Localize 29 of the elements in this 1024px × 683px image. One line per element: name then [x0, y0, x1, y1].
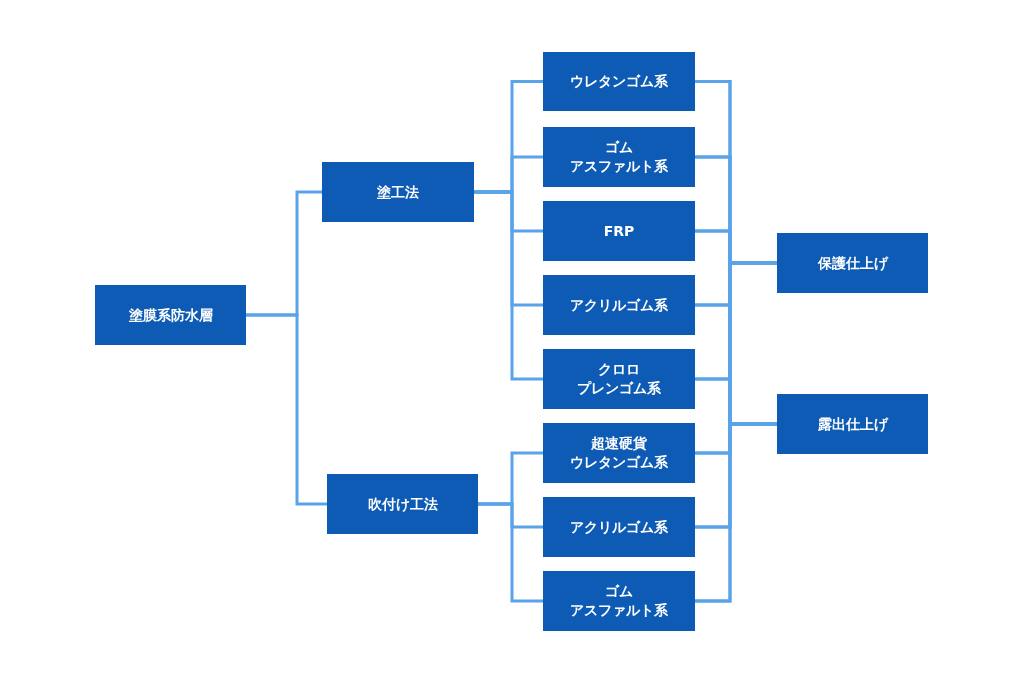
- box-label: 吹付け工法: [367, 494, 438, 514]
- process-box: [543, 52, 695, 111]
- process-box: [543, 127, 695, 187]
- process-box: [322, 162, 474, 222]
- box-label: クロロプレンゴム系: [577, 360, 661, 398]
- box-label: ゴムアスファルト系: [570, 582, 668, 620]
- process-box: [543, 275, 695, 335]
- box-label: ゴムアスファルト系: [570, 138, 668, 176]
- process-box: [777, 394, 928, 454]
- connector-line: [695, 422, 777, 603]
- process-box: [543, 423, 695, 483]
- box-label: 超速硬貨ウレタンゴム系: [570, 434, 668, 472]
- process-box: [327, 474, 478, 534]
- box-label: ウレタンゴム系: [570, 72, 668, 91]
- connector-line: [246, 313, 327, 506]
- connector-line: [478, 502, 543, 603]
- process-box: [95, 285, 246, 345]
- box-label: 塗工法: [377, 182, 419, 202]
- box-label: 露出仕上げ: [817, 414, 888, 434]
- box-label: 保護仕上げ: [817, 253, 888, 273]
- process-box: [543, 571, 695, 631]
- process-box: [543, 349, 695, 409]
- box-label: 塗膜系防水層: [128, 305, 213, 325]
- box-label: FRP: [603, 221, 635, 241]
- process-box: [777, 233, 928, 293]
- process-box: [543, 497, 695, 557]
- box-label: アクリルゴム系: [570, 517, 668, 537]
- box-label: アクリルゴム系: [570, 295, 668, 315]
- process-box: [543, 201, 695, 261]
